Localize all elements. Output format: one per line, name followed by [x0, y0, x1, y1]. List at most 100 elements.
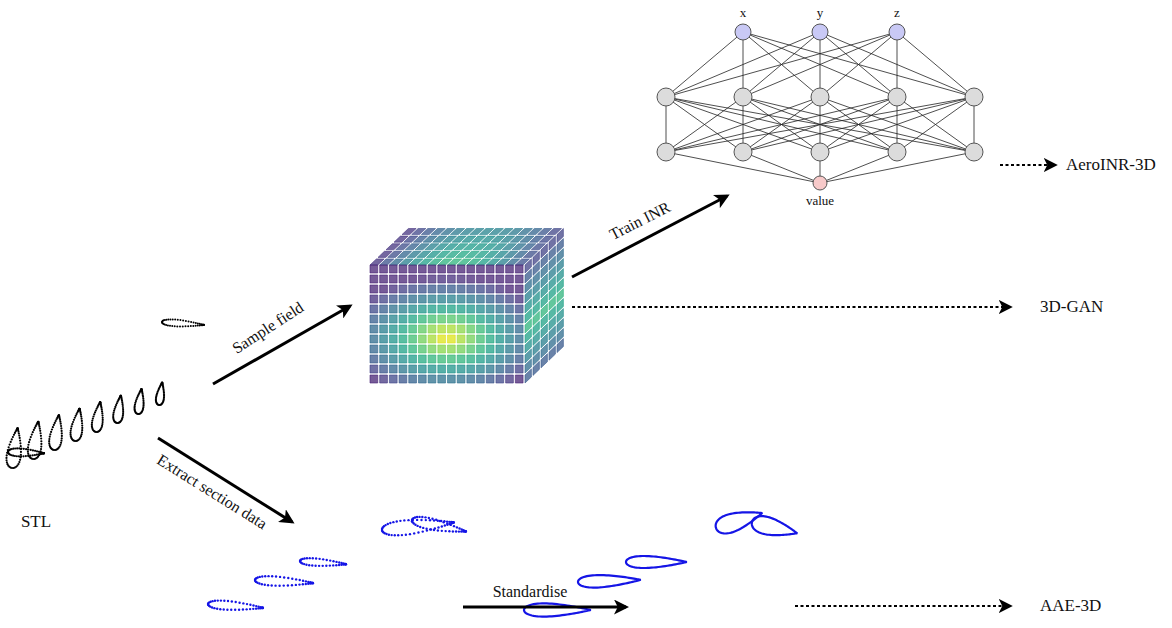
point: [223, 608, 225, 610]
point: [113, 410, 115, 412]
point: [114, 406, 116, 408]
voxel: [370, 365, 378, 373]
voxel: [515, 325, 523, 333]
point: [40, 437, 42, 439]
voxel: [506, 305, 514, 313]
point: [238, 601, 240, 603]
voxel: [428, 315, 436, 323]
voxel: [428, 275, 436, 283]
point: [389, 522, 391, 524]
point: [14, 455, 16, 457]
voxel: [457, 295, 465, 303]
point: [70, 428, 72, 430]
point: [92, 415, 94, 417]
point: [18, 435, 20, 437]
voxel: [428, 285, 436, 293]
point: [19, 442, 21, 444]
voxel: [525, 369, 531, 383]
point: [161, 382, 163, 384]
point: [102, 417, 104, 419]
voxel: [389, 275, 397, 283]
voxel: [467, 355, 475, 363]
step-label: Train INR: [607, 198, 674, 244]
hidden-neuron: [965, 143, 983, 161]
voxel: [496, 325, 504, 333]
point: [97, 431, 99, 433]
point: [413, 532, 415, 534]
voxel: [428, 365, 436, 373]
point: [40, 443, 42, 445]
voxel: [399, 365, 407, 373]
point: [31, 433, 33, 435]
process-arrow: [463, 606, 626, 609]
point: [122, 407, 124, 409]
hidden-neuron: [734, 88, 752, 106]
point: [58, 414, 60, 416]
point: [246, 603, 248, 605]
point: [305, 580, 307, 582]
point: [92, 417, 94, 419]
point: [325, 565, 327, 567]
point: [387, 523, 389, 525]
voxel: [457, 345, 465, 353]
point-section: [7, 447, 45, 457]
voxel: [399, 355, 407, 363]
point: [30, 449, 32, 451]
voxel: [496, 365, 504, 373]
point: [283, 576, 285, 578]
voxel: [418, 305, 426, 313]
neuron-circle: [888, 23, 906, 41]
point: [220, 599, 222, 601]
point: [245, 608, 247, 610]
point: [27, 444, 29, 446]
point: [40, 440, 42, 442]
point: [312, 582, 314, 584]
point: [439, 520, 441, 522]
voxel: [477, 365, 485, 373]
point: [414, 524, 416, 526]
point: [40, 435, 42, 437]
stage-name: AAE-3D: [1040, 596, 1101, 616]
point: [197, 322, 199, 324]
point: [51, 428, 53, 430]
voxel: [380, 365, 388, 373]
point: [81, 431, 83, 433]
point: [249, 608, 251, 610]
stage-name: 3D-GAN: [1040, 297, 1103, 317]
point: [60, 423, 62, 425]
point: [416, 519, 418, 521]
voxel: [389, 285, 397, 293]
point: [344, 563, 346, 565]
point: [390, 534, 392, 536]
point: [203, 324, 205, 326]
voxel: [486, 265, 494, 273]
point: [262, 607, 264, 609]
voxel: [541, 354, 547, 368]
point: [39, 432, 41, 434]
point: [267, 584, 269, 586]
point: [450, 524, 452, 526]
point: [12, 436, 14, 438]
point: [394, 534, 396, 536]
point: [302, 583, 304, 585]
neuron-node: x: [734, 23, 752, 41]
point: [252, 608, 254, 610]
point: [192, 325, 194, 327]
point: [81, 427, 83, 429]
voxel: [418, 285, 426, 293]
point: [114, 408, 116, 410]
point: [54, 422, 56, 424]
network-weight: [666, 97, 743, 152]
voxel: [380, 345, 388, 353]
point: [141, 388, 143, 390]
point: [425, 528, 427, 530]
point: [403, 519, 405, 521]
point: [299, 579, 301, 581]
voxel: [438, 285, 446, 293]
point: [422, 527, 424, 529]
point: [420, 519, 422, 521]
voxel: [496, 285, 504, 293]
network-weight: [897, 97, 974, 152]
voxel: [428, 325, 436, 333]
output-label: AeroINR-3D: [1066, 155, 1156, 175]
